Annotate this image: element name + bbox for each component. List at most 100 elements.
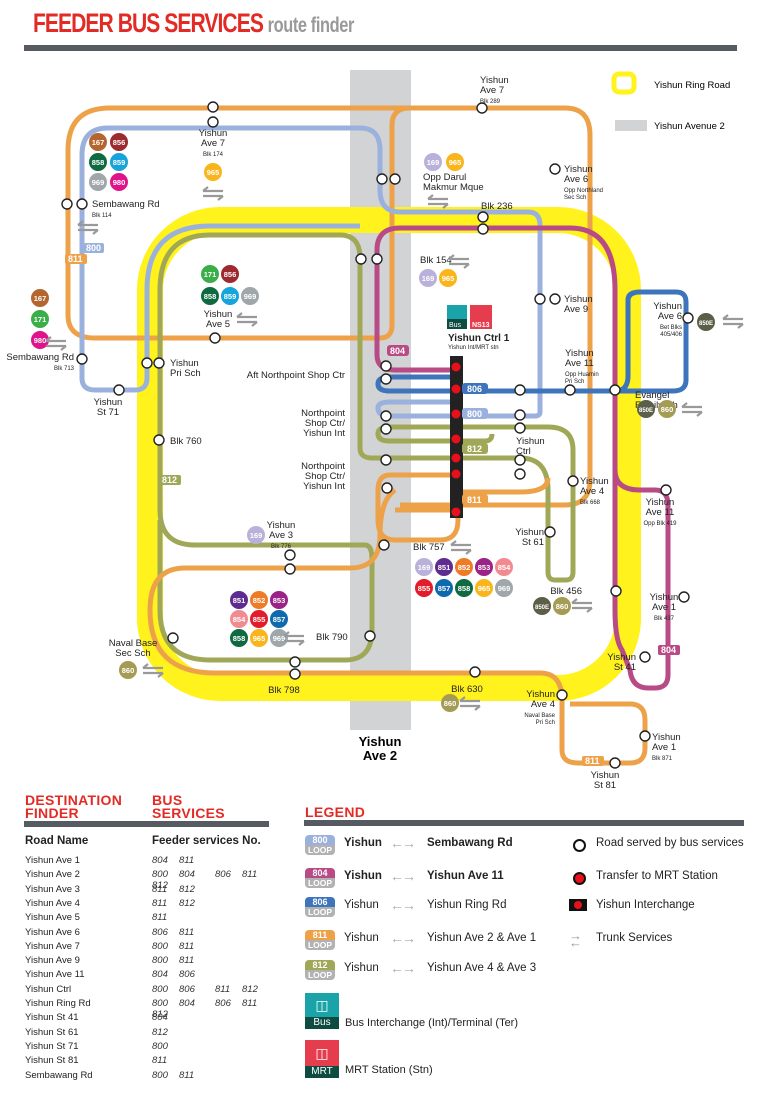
stop-marker[interactable] (364, 630, 376, 642)
trunk-service-965-icon[interactable] (204, 163, 222, 181)
trunk-service-860-icon[interactable] (553, 597, 571, 615)
stop-marker[interactable] (514, 409, 526, 421)
stop-marker[interactable] (76, 353, 88, 365)
stop-marker[interactable] (207, 116, 219, 128)
stop-marker[interactable] (380, 360, 392, 372)
stop-marker[interactable] (534, 293, 546, 305)
stop-marker[interactable] (567, 475, 579, 487)
stop-marker[interactable] (141, 357, 153, 369)
trunk-service-852-icon[interactable] (455, 558, 473, 576)
stop-marker[interactable] (380, 410, 392, 422)
trunk-service-858-icon[interactable] (201, 287, 219, 305)
stop-marker[interactable] (167, 632, 179, 644)
trunk-service-859-icon[interactable] (221, 287, 239, 305)
trunk-service-171-icon[interactable] (201, 265, 219, 283)
trunk-service-965-icon[interactable] (439, 269, 457, 287)
stop-marker[interactable] (549, 163, 561, 175)
stop-marker[interactable] (476, 102, 488, 114)
trunk-service-167-icon[interactable] (89, 133, 107, 151)
stop-marker[interactable] (514, 454, 526, 466)
trunk-service-856-icon[interactable] (110, 133, 128, 151)
stop-marker[interactable] (380, 373, 392, 385)
stop-marker[interactable] (609, 384, 621, 396)
stop-marker[interactable] (469, 666, 481, 678)
trunk-service-857-icon[interactable] (270, 610, 288, 628)
stop-marker[interactable] (380, 454, 392, 466)
stop-marker[interactable] (389, 173, 401, 185)
stop-marker[interactable] (284, 549, 296, 561)
trunk-service-167-icon[interactable] (31, 289, 49, 307)
trunk-service-169-icon[interactable] (247, 526, 265, 544)
stop-marker[interactable] (207, 101, 219, 113)
trunk-service-860-icon[interactable] (119, 661, 137, 679)
stop-marker[interactable] (660, 484, 672, 496)
stop-marker[interactable] (380, 423, 392, 435)
trunk-service-850E-icon[interactable] (637, 400, 655, 418)
trunk-service-169-icon[interactable] (424, 153, 442, 171)
trunk-service-855-icon[interactable] (415, 579, 433, 597)
trunk-service-858-icon[interactable] (89, 153, 107, 171)
stop-marker[interactable] (556, 689, 568, 701)
trunk-service-850E-icon[interactable] (533, 597, 551, 615)
stop-marker[interactable] (284, 563, 296, 575)
trunk-service-856-icon[interactable] (221, 265, 239, 283)
stop-marker[interactable] (378, 539, 390, 551)
stop-label-line: St 71 (97, 407, 119, 418)
trunk-service-965-icon[interactable] (250, 629, 268, 647)
stop-marker[interactable] (371, 253, 383, 265)
trunk-service-851-icon[interactable] (435, 558, 453, 576)
stop-marker[interactable] (564, 384, 576, 396)
trunk-service-859-icon[interactable] (110, 153, 128, 171)
trunk-service-860-icon[interactable] (441, 694, 459, 712)
stop-marker[interactable] (610, 585, 622, 597)
trunk-service-852-icon[interactable] (250, 591, 268, 609)
trunk-service-965-icon[interactable] (446, 153, 464, 171)
stop-marker[interactable] (355, 253, 367, 265)
trunk-service-860-icon[interactable] (658, 400, 676, 418)
trunk-service-965-icon[interactable] (475, 579, 493, 597)
trunk-service-858-icon[interactable] (455, 579, 473, 597)
trunk-service-969-icon[interactable] (270, 629, 288, 647)
stop-marker[interactable] (113, 384, 125, 396)
trunk-service-854-icon[interactable] (230, 610, 248, 628)
stop-marker[interactable] (376, 173, 388, 185)
stop-marker[interactable] (682, 312, 694, 324)
trunk-service-853-icon[interactable] (270, 591, 288, 609)
trunk-service-969-icon[interactable] (89, 173, 107, 191)
trunk-service-980-icon[interactable] (110, 173, 128, 191)
stop-marker[interactable] (381, 482, 393, 494)
stop-marker[interactable] (153, 357, 165, 369)
stop-marker[interactable] (549, 293, 561, 305)
stop-marker[interactable] (639, 651, 651, 663)
trunk-service-858-icon[interactable] (230, 629, 248, 647)
stop-marker[interactable] (477, 211, 489, 223)
trunk-service-969-icon[interactable] (241, 287, 259, 305)
stop-marker[interactable] (153, 434, 165, 446)
trunk-service-850E-icon[interactable] (697, 313, 715, 331)
stop-marker[interactable] (477, 223, 489, 235)
stop-marker[interactable] (289, 668, 301, 680)
trunk-service-855-icon[interactable] (250, 610, 268, 628)
trunk-service-980-icon[interactable] (31, 331, 49, 349)
trunk-service-number: 965 (253, 634, 266, 643)
stop-marker[interactable] (514, 468, 526, 480)
trunk-service-171-icon[interactable] (31, 310, 49, 328)
trunk-service-969-icon[interactable] (495, 579, 513, 597)
trunk-service-854-icon[interactable] (495, 558, 513, 576)
trunk-service-169-icon[interactable] (415, 558, 433, 576)
stop-marker[interactable] (678, 591, 690, 603)
stop-marker[interactable] (514, 422, 526, 434)
stop-marker[interactable] (209, 332, 221, 344)
stop-marker[interactable] (289, 656, 301, 668)
stop-marker[interactable] (544, 526, 556, 538)
trunk-service-853-icon[interactable] (475, 558, 493, 576)
stop-marker[interactable] (609, 757, 621, 769)
stop-marker[interactable] (639, 730, 651, 742)
trunk-service-857-icon[interactable] (435, 579, 453, 597)
stop-marker[interactable] (76, 198, 88, 210)
trunk-service-851-icon[interactable] (230, 591, 248, 609)
stop-marker[interactable] (61, 198, 73, 210)
trunk-service-169-icon[interactable] (419, 269, 437, 287)
stop-marker[interactable] (514, 384, 526, 396)
